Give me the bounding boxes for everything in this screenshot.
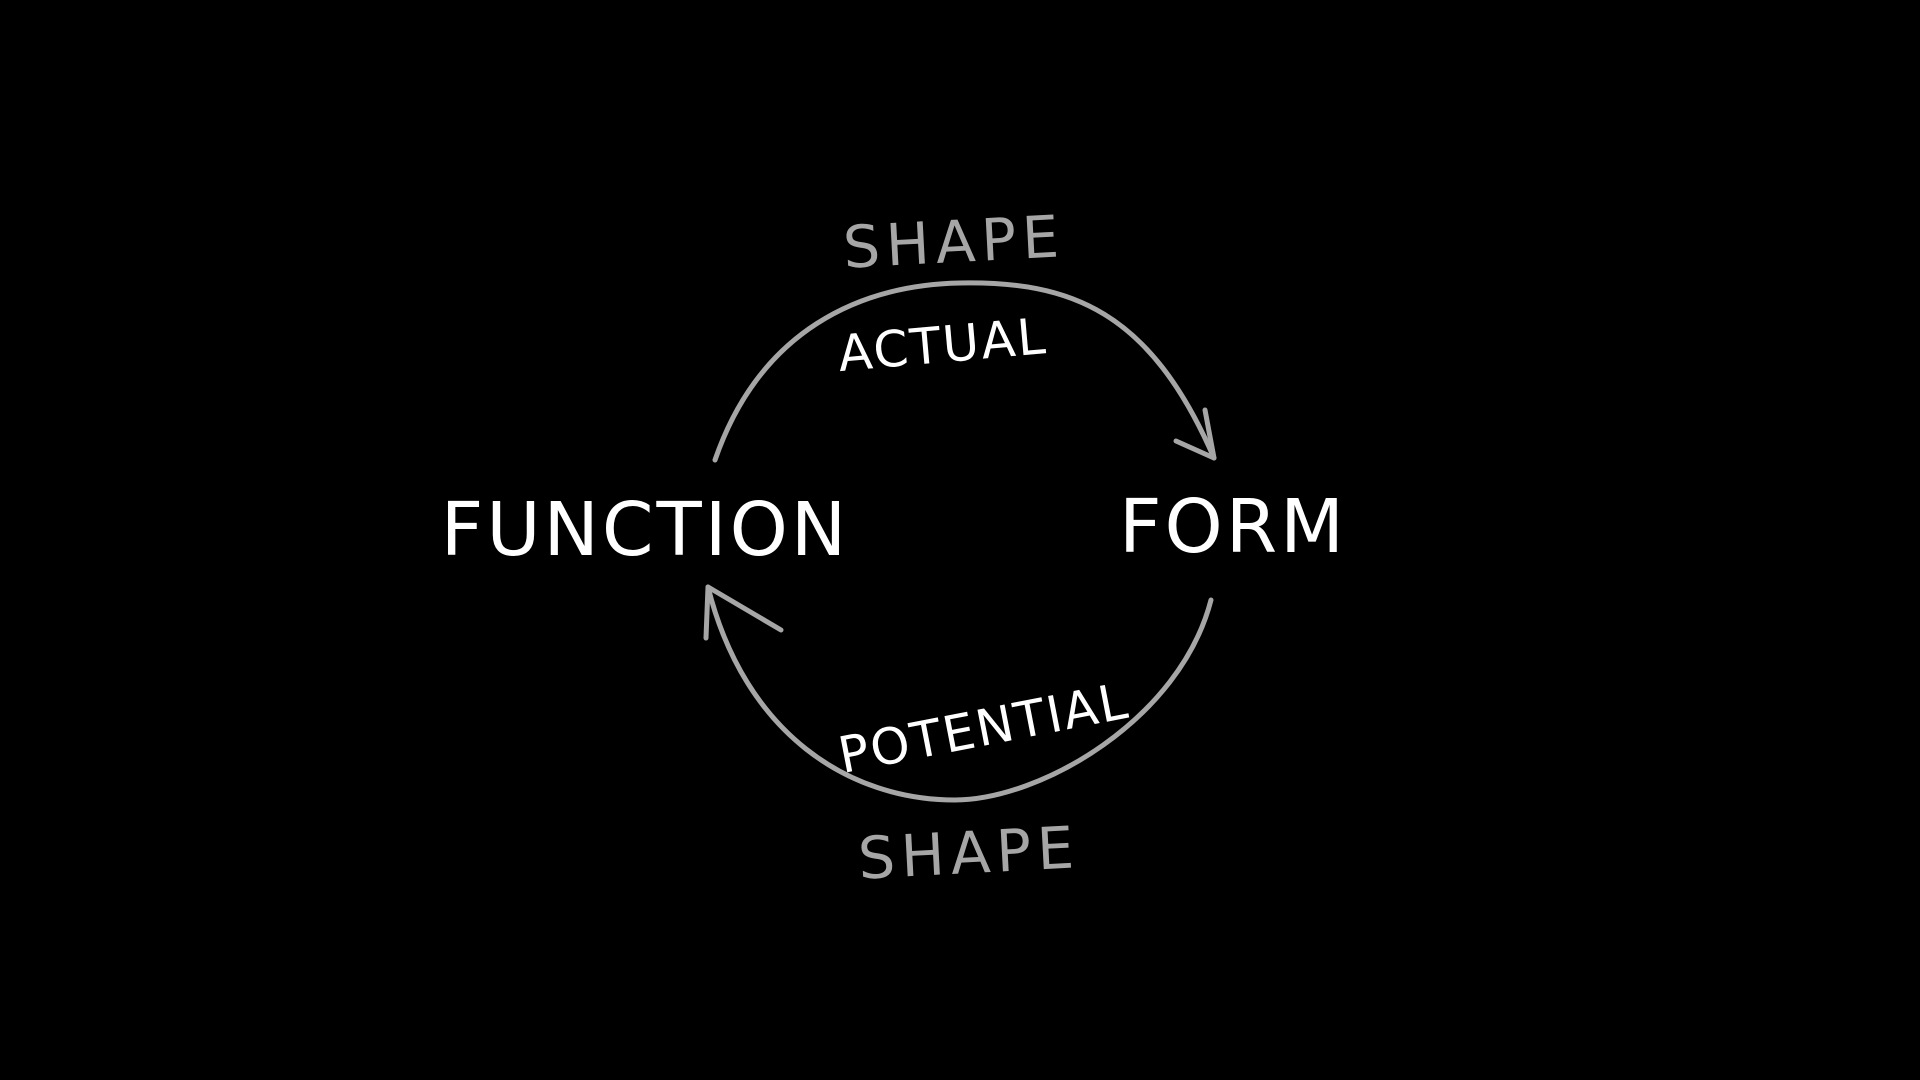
bottom-arc-modifier: POTENTIAL	[834, 672, 1134, 785]
bottom-arrowhead-icon	[703, 584, 784, 641]
top-arc-modifier: ACTUAL	[836, 307, 1050, 383]
bottom-arc-verb: SHAPE	[856, 813, 1081, 893]
bottom-arc	[705, 584, 1214, 803]
node-function: FUNCTION	[441, 487, 849, 573]
top-arc-verb: SHAPE	[841, 202, 1066, 282]
top-arc	[712, 280, 1217, 463]
node-form: FORM	[1119, 484, 1347, 570]
top-arrowhead-icon	[1173, 407, 1217, 461]
